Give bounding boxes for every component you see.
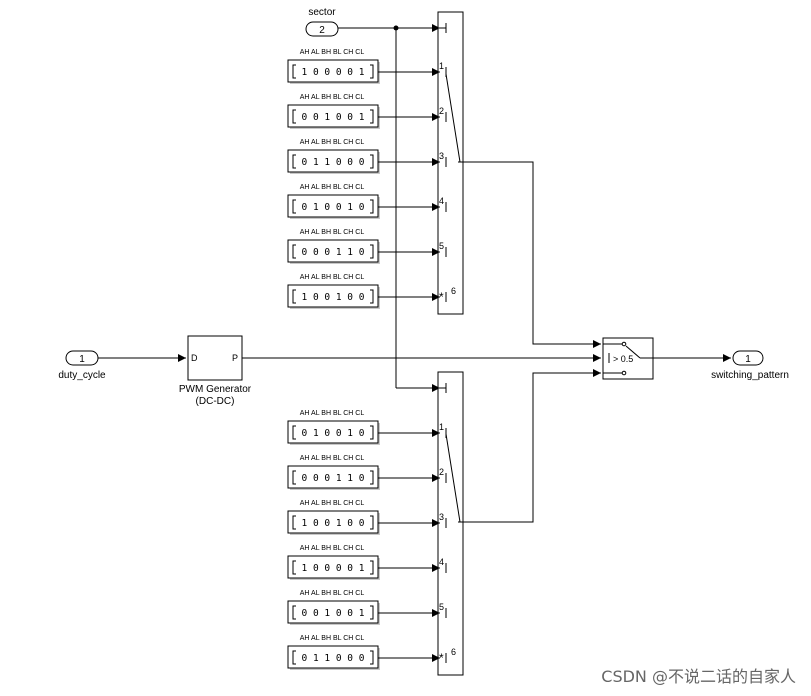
- upper-constant-group: 1 0 0 0 0 1 AH AL BH BL CH CL 1 0 0 1 0 0 1…: [287, 49, 456, 309]
- sector-inport-label: sector: [308, 7, 336, 18]
- upper-constant-block[interactable]: 0 0 1 0 0 1: [287, 104, 380, 129]
- constant-header-label: AH AL BH BL CH CL: [300, 139, 365, 146]
- upper-constant-block[interactable]: 1 0 0 0 0 1: [287, 59, 380, 84]
- lower-constant-block[interactable]: 0 1 1 0 0 0: [287, 645, 380, 670]
- constant-value: 1 0 0 1 0 0: [302, 518, 365, 529]
- constant-header-label: AH AL BH BL CH CL: [300, 49, 365, 56]
- lower-constant-block[interactable]: 0 1 0 0 1 0: [287, 420, 380, 445]
- lower-constant-block[interactable]: 1 0 0 0 0 1: [287, 555, 380, 580]
- pwm-in-port-label: D: [191, 353, 198, 363]
- branch-point: [393, 25, 399, 31]
- switch-output-lines: [463, 161, 601, 523]
- constant-header-label: AH AL BH BL CH CL: [300, 410, 365, 417]
- threshold-switch-block[interactable]: > 0.5: [602, 337, 654, 380]
- watermark: CSDN @不说二话的自家人: [601, 667, 796, 686]
- port-number-label: 1: [439, 61, 444, 71]
- constant-header-label: AH AL BH BL CH CL: [300, 455, 365, 462]
- constant-value: 0 0 0 1 1 0: [302, 247, 365, 258]
- default-port-marker: *: [439, 290, 444, 304]
- constant-value: 0 1 1 0 0 0: [302, 653, 365, 664]
- duty-cycle-inport[interactable]: 1: [65, 350, 99, 366]
- constant-value: 1 0 0 1 0 0: [302, 292, 365, 303]
- sector-inport[interactable]: 2: [305, 21, 339, 37]
- constant-header-label: AH AL BH BL CH CL: [300, 545, 365, 552]
- constant-header-label: AH AL BH BL CH CL: [300, 184, 365, 191]
- pwm-generator-block[interactable]: D P: [187, 335, 243, 381]
- port-number-label: 2: [439, 467, 444, 477]
- upper-constant-block[interactable]: 0 1 1 0 0 0: [287, 149, 380, 174]
- constant-header-label: AH AL BH BL CH CL: [300, 274, 365, 281]
- lower-constant-block[interactable]: 0 0 0 1 1 0: [287, 465, 380, 490]
- sector-inport-number: 2: [319, 25, 325, 36]
- port-number-label: 1: [439, 422, 444, 432]
- switching-pattern-outport[interactable]: 1: [732, 350, 764, 366]
- constant-header-label: AH AL BH BL CH CL: [300, 635, 365, 642]
- port-number-label: 5: [439, 602, 444, 612]
- upper-constant-block[interactable]: 0 0 0 1 1 0: [287, 239, 380, 264]
- constant-header-label: AH AL BH BL CH CL: [300, 229, 365, 236]
- threshold-label: > 0.5: [613, 354, 633, 364]
- pwm-block-name-line2: (DC-DC): [196, 396, 235, 407]
- port-number-label: 3: [439, 151, 444, 161]
- port-number-label: 2: [439, 106, 444, 116]
- constant-header-label: AH AL BH BL CH CL: [300, 590, 365, 597]
- upper-constant-block[interactable]: 0 1 0 0 1 0: [287, 194, 380, 219]
- constant-value: 0 1 0 0 1 0: [302, 428, 365, 439]
- lower-constant-block[interactable]: 0 0 1 0 0 1: [287, 600, 380, 625]
- constant-value: 1 0 0 0 0 1: [302, 563, 365, 574]
- upper-multiport-switch[interactable]: [437, 11, 464, 315]
- constant-value: 0 1 1 0 0 0: [302, 157, 365, 168]
- upper-constant-block[interactable]: 1 0 0 1 0 0: [287, 284, 380, 309]
- port-number-label: 3: [439, 512, 444, 522]
- port-number-label: 6: [451, 647, 456, 657]
- lower-multiport-switch[interactable]: [437, 371, 464, 676]
- constant-value: 1 0 0 0 0 1: [302, 67, 365, 78]
- outport-number: 1: [745, 354, 751, 365]
- port-number-label: 4: [439, 557, 444, 567]
- port-number-label: 5: [439, 241, 444, 251]
- sector-signal-lines: [338, 24, 440, 392]
- constant-header-label: AH AL BH BL CH CL: [300, 94, 365, 101]
- constant-value: 0 0 0 1 1 0: [302, 473, 365, 484]
- constant-value: 0 0 1 0 0 1: [302, 112, 365, 123]
- constant-value: 0 1 0 0 1 0: [302, 202, 365, 213]
- pwm-out-port-label: P: [232, 353, 238, 363]
- default-port-marker: *: [439, 651, 444, 665]
- port-number-label: 4: [439, 196, 444, 206]
- pwm-block-name: PWM Generator: [179, 384, 252, 395]
- outport-label: switching_pattern: [711, 370, 789, 381]
- lower-constant-block[interactable]: 1 0 0 1 0 0: [287, 510, 380, 535]
- constant-value: 0 0 1 0 0 1: [302, 608, 365, 619]
- constant-header-label: AH AL BH BL CH CL: [300, 500, 365, 507]
- port-number-label: 6: [451, 286, 456, 296]
- lower-constant-group: 0 1 0 0 1 0 AH AL BH BL CH CL 1 0 0 0 1 1 0…: [287, 410, 456, 670]
- duty-cycle-inport-label: duty_cycle: [58, 370, 106, 381]
- duty-cycle-inport-number: 1: [79, 354, 85, 365]
